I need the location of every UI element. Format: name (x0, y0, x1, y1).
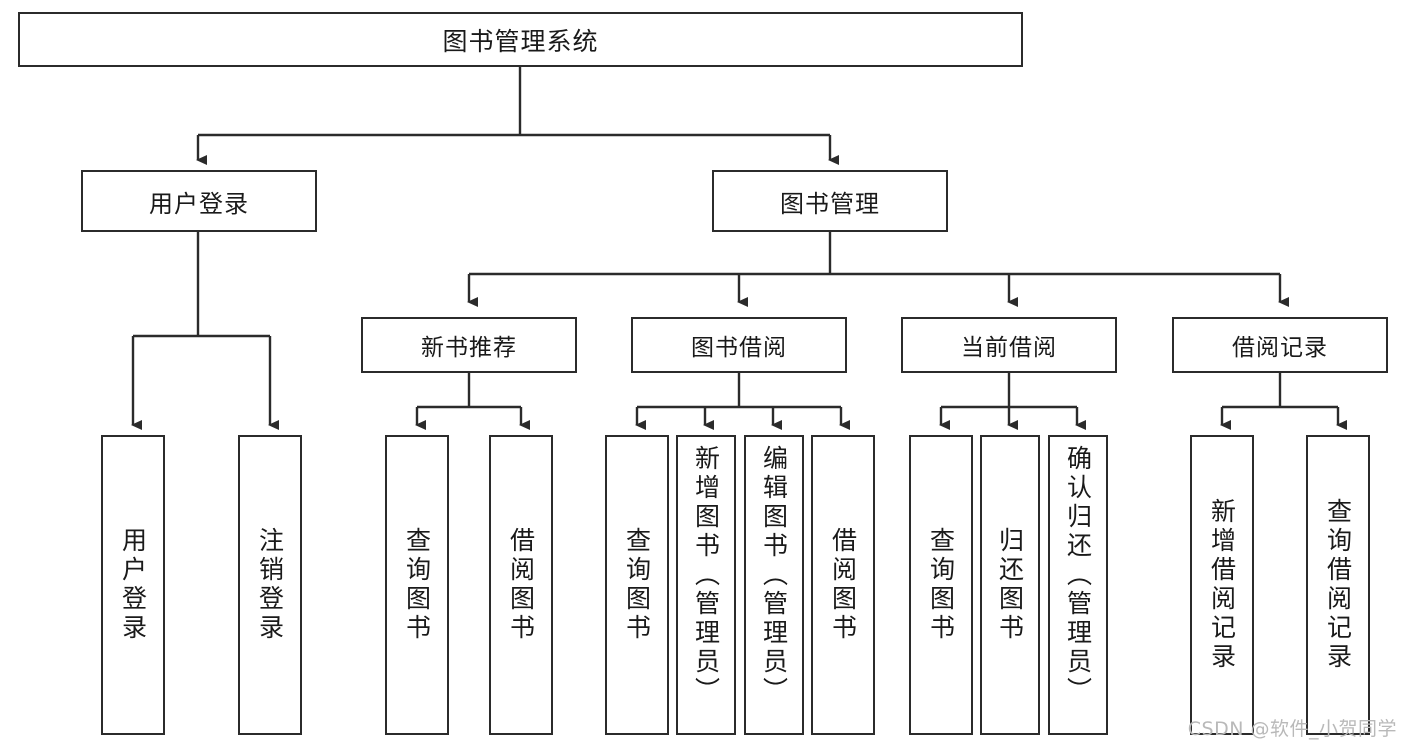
node-book-borrow[interactable]: 图书借阅 (631, 317, 847, 373)
node-leaf-query-book-2-label: 查询图书 (622, 527, 652, 643)
node-root[interactable]: 图书管理系统 (18, 12, 1023, 67)
node-borrow-record-label: 借阅记录 (1232, 335, 1328, 361)
node-leaf-borrow-book-2[interactable]: 借阅图书 (811, 435, 875, 735)
node-leaf-return-book-label: 归还图书 (995, 527, 1025, 643)
csdn-watermark: CSDN @软件_小贺同学 (1187, 718, 1397, 740)
node-leaf-query-book-1-label: 查询图书 (402, 527, 432, 643)
node-leaf-user-login-label: 用户登录 (118, 527, 148, 643)
node-leaf-confirm-return-label: 确认归还（管理员） (1063, 445, 1093, 706)
node-leaf-logout-label: 注销登录 (255, 527, 285, 643)
node-leaf-query-record-label: 查询借阅记录 (1323, 498, 1353, 672)
node-current-borrow[interactable]: 当前借阅 (901, 317, 1117, 373)
node-leaf-user-login[interactable]: 用户登录 (101, 435, 165, 735)
node-leaf-add-book-label: 新增图书（管理员） (691, 445, 721, 706)
node-book-borrow-label: 图书借阅 (691, 335, 787, 361)
node-leaf-edit-book[interactable]: 编辑图书（管理员） (744, 435, 804, 735)
node-book-management-label: 图书管理 (780, 189, 880, 218)
node-leaf-return-book[interactable]: 归还图书 (980, 435, 1040, 735)
node-leaf-logout[interactable]: 注销登录 (238, 435, 302, 735)
node-leaf-edit-book-label: 编辑图书（管理员） (759, 445, 789, 706)
node-leaf-add-record-label: 新增借阅记录 (1207, 498, 1237, 672)
node-leaf-add-book[interactable]: 新增图书（管理员） (676, 435, 736, 735)
node-leaf-query-book-3-label: 查询图书 (926, 527, 956, 643)
node-current-borrow-label: 当前借阅 (961, 335, 1057, 361)
node-root-label: 图书管理系统 (442, 26, 599, 56)
node-book-management[interactable]: 图书管理 (712, 170, 948, 232)
node-leaf-query-book-2[interactable]: 查询图书 (605, 435, 669, 735)
node-leaf-query-book-1[interactable]: 查询图书 (385, 435, 449, 735)
node-user-login-label: 用户登录 (149, 189, 249, 218)
node-user-login[interactable]: 用户登录 (81, 170, 317, 232)
node-leaf-add-record[interactable]: 新增借阅记录 (1190, 435, 1254, 735)
node-new-book-recommend[interactable]: 新书推荐 (361, 317, 577, 373)
node-leaf-borrow-book-1-label: 借阅图书 (506, 527, 536, 643)
node-borrow-record[interactable]: 借阅记录 (1172, 317, 1388, 373)
node-leaf-query-book-3[interactable]: 查询图书 (909, 435, 973, 735)
node-new-book-recommend-label: 新书推荐 (421, 335, 517, 361)
node-leaf-borrow-book-1[interactable]: 借阅图书 (489, 435, 553, 735)
node-leaf-query-record[interactable]: 查询借阅记录 (1306, 435, 1370, 735)
node-leaf-confirm-return[interactable]: 确认归还（管理员） (1048, 435, 1108, 735)
node-leaf-borrow-book-2-label: 借阅图书 (828, 527, 858, 643)
